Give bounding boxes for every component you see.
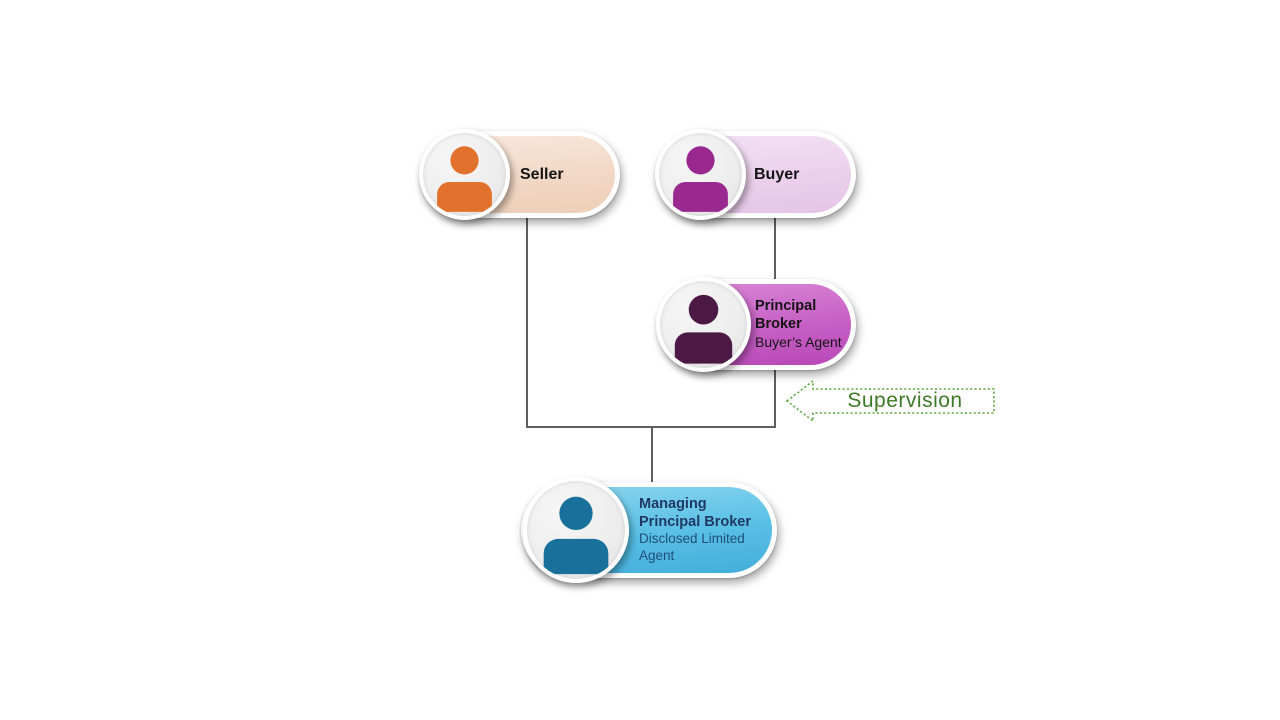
person-silhouette-icon: [543, 496, 609, 575]
person-silhouette-icon: [437, 146, 492, 212]
connector-seller-down: [526, 217, 528, 428]
node-managing-principal-broker-sublabel: Disclosed Limited Agent: [639, 531, 745, 563]
connector-middle-down: [651, 426, 653, 483]
node-seller-label: Seller: [520, 165, 564, 183]
supervision-arrow: Supervision: [785, 379, 997, 423]
person-silhouette-icon: [674, 294, 733, 364]
node-principal-broker: Principal Broker Buyer’s Agent: [656, 277, 856, 372]
person-silhouette-icon: [673, 146, 728, 212]
node-buyer: Buyer: [655, 129, 856, 220]
node-principal-broker-avatar: [656, 277, 751, 372]
node-principal-broker-label: Principal Broker: [755, 298, 817, 332]
node-principal-broker-sublabel: Buyer’s Agent: [755, 333, 842, 350]
node-seller: Seller: [419, 129, 620, 220]
node-buyer-avatar: [655, 129, 746, 220]
node-managing-principal-broker-avatar: [523, 477, 629, 583]
supervision-label: Supervision: [847, 389, 963, 412]
node-seller-avatar: [419, 129, 510, 220]
node-managing-principal-broker: Managing Principal Broker Disclosed Limi…: [521, 477, 777, 583]
node-managing-principal-broker-label: Managing Principal Broker: [639, 495, 752, 530]
left-block-arrow-icon: [785, 379, 995, 423]
node-buyer-label: Buyer: [754, 165, 800, 183]
